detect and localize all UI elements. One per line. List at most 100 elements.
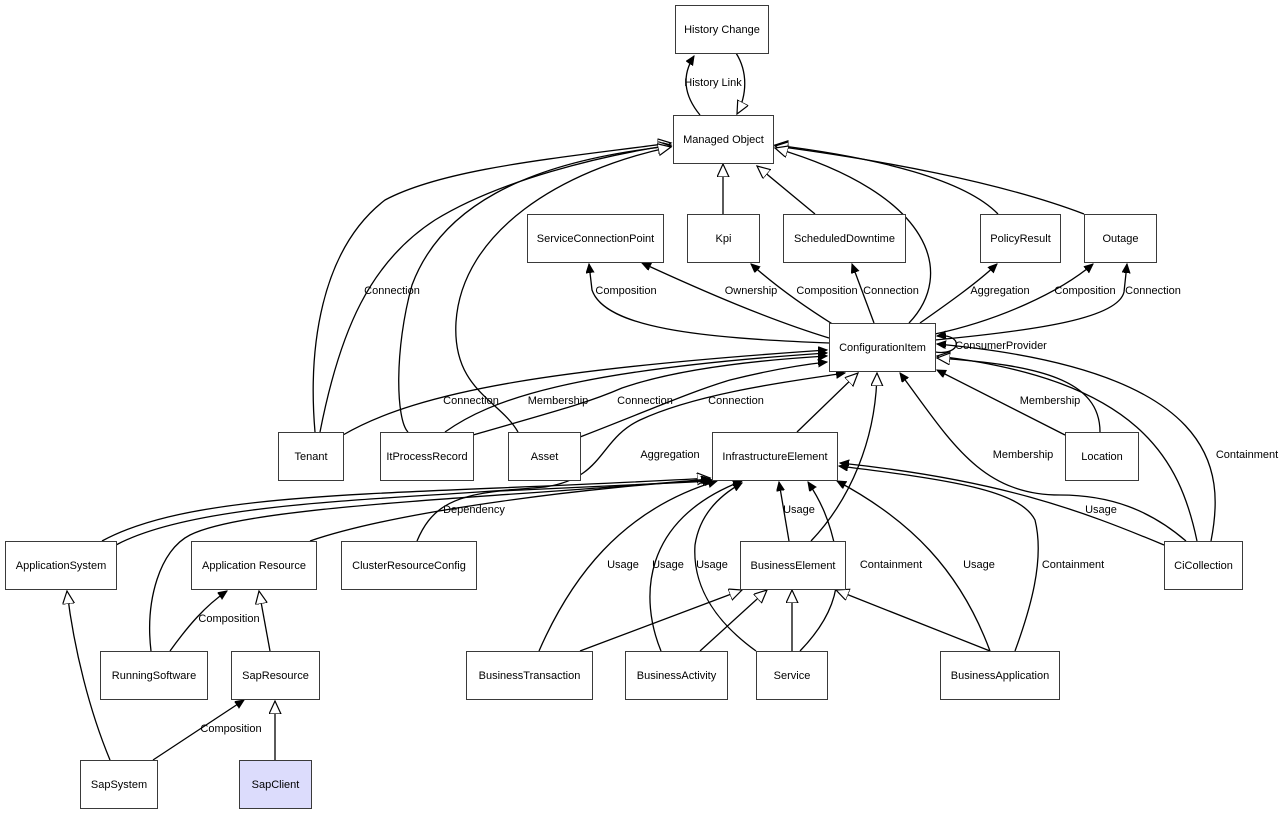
edge-policy-result-generalization bbox=[775, 145, 999, 215]
edge-label: Membership bbox=[527, 395, 589, 407]
edge-label: Usage bbox=[963, 559, 995, 571]
edge-location-generalization bbox=[937, 358, 1101, 433]
edge-it-process-record-generalization bbox=[398, 146, 671, 433]
node-sap-system[interactable]: SapSystem bbox=[80, 760, 158, 809]
edge-business-application-infra-usage bbox=[837, 481, 991, 652]
node-location[interactable]: Location bbox=[1065, 432, 1139, 481]
edge-running-software-composition bbox=[169, 591, 227, 652]
node-cluster-resource-config[interactable]: ClusterResourceConfig bbox=[341, 541, 477, 590]
edge-history-link bbox=[685, 56, 701, 116]
node-label: Application Resource bbox=[202, 559, 306, 572]
edge-label: Containment bbox=[859, 559, 923, 571]
node-service-connection-point[interactable]: ServiceConnectionPoint bbox=[527, 214, 664, 263]
edge-business-activity-infra-usage bbox=[649, 481, 742, 652]
node-label: RunningSoftware bbox=[111, 669, 197, 682]
node-configuration-item[interactable]: ConfigurationItem bbox=[829, 323, 936, 372]
node-business-element[interactable]: BusinessElement bbox=[740, 541, 846, 590]
node-business-application[interactable]: BusinessApplication bbox=[940, 651, 1060, 700]
edge-label: Dependency bbox=[443, 504, 505, 516]
node-label: Service bbox=[773, 669, 811, 682]
edge-business-activity-generalization bbox=[699, 590, 767, 652]
edge-ci-collection-ci-membership bbox=[900, 373, 1187, 542]
edge-scheduled-downtime-generalization bbox=[757, 166, 816, 215]
edge-label: Connection bbox=[863, 285, 919, 297]
node-label: Managed Object bbox=[683, 133, 764, 146]
node-business-activity[interactable]: BusinessActivity bbox=[625, 651, 728, 700]
node-label: ClusterResourceConfig bbox=[352, 559, 466, 572]
node-label: BusinessActivity bbox=[636, 669, 717, 682]
node-label: ItProcessRecord bbox=[386, 450, 468, 463]
edge-label: Aggregation bbox=[640, 449, 700, 461]
node-label: ServiceConnectionPoint bbox=[536, 232, 655, 245]
edge-label: Containment bbox=[1215, 449, 1279, 461]
edge-service-infra-usage bbox=[694, 483, 757, 652]
edge-business-transaction-infra-usage bbox=[538, 481, 717, 652]
node-label: Kpi bbox=[715, 232, 732, 245]
edge-outage-generalization bbox=[775, 146, 1085, 215]
node-application-resource[interactable]: Application Resource bbox=[191, 541, 317, 590]
node-it-process-record[interactable]: ItProcessRecord bbox=[380, 432, 474, 481]
edge-label: Composition bbox=[796, 285, 858, 297]
node-label: ScheduledDowntime bbox=[794, 232, 895, 245]
node-running-software[interactable]: RunningSoftware bbox=[100, 651, 208, 700]
node-infrastructure-element[interactable]: InfrastructureElement bbox=[712, 432, 838, 481]
node-label: SapResource bbox=[242, 669, 309, 682]
edge-scp-composition bbox=[589, 264, 830, 344]
node-sap-client[interactable]: SapClient bbox=[239, 760, 312, 809]
edge-label: Usage bbox=[1085, 504, 1117, 516]
edge-application-system-generalization bbox=[101, 478, 710, 542]
edge-label: Composition bbox=[595, 285, 657, 297]
edge-tenant-connection bbox=[319, 145, 671, 433]
node-scheduled-downtime[interactable]: ScheduledDowntime bbox=[783, 214, 906, 263]
node-label: PolicyResult bbox=[990, 232, 1051, 245]
node-label: SapSystem bbox=[90, 778, 148, 791]
edge-label: Connection bbox=[617, 395, 673, 407]
edge-label: Membership bbox=[992, 449, 1054, 461]
node-label: ConfigurationItem bbox=[839, 341, 926, 354]
edge-label: Connection bbox=[443, 395, 499, 407]
edge-outage-connection bbox=[934, 264, 1127, 341]
node-policy-result[interactable]: PolicyResult bbox=[980, 214, 1061, 263]
edge-label: Ownership bbox=[724, 285, 778, 297]
edge-tenant-ci-connection bbox=[342, 350, 827, 436]
edge-label: History Link bbox=[684, 77, 742, 89]
edge-asset-generalization bbox=[455, 147, 671, 433]
edge-label: Containment bbox=[1041, 559, 1105, 571]
node-application-system[interactable]: ApplicationSystem bbox=[5, 541, 117, 590]
edge-sap-resource-generalization bbox=[259, 591, 271, 652]
node-label: BusinessApplication bbox=[950, 669, 1050, 682]
edge-policy-result-aggregation bbox=[919, 264, 997, 324]
node-label: SapClient bbox=[251, 778, 300, 791]
edge-ci-collection-generalization bbox=[937, 356, 1198, 542]
node-label: Outage bbox=[1102, 232, 1139, 245]
node-asset[interactable]: Asset bbox=[508, 432, 581, 481]
node-service[interactable]: Service bbox=[756, 651, 828, 700]
node-managed-object[interactable]: Managed Object bbox=[673, 115, 774, 164]
edge-scheduled-downtime-connection bbox=[852, 264, 875, 324]
edge-location-ci-membership bbox=[937, 369, 1066, 436]
node-label: BusinessTransaction bbox=[478, 669, 581, 682]
edge-label: Membership bbox=[1019, 395, 1081, 407]
node-label: BusinessElement bbox=[750, 559, 836, 572]
node-kpi[interactable]: Kpi bbox=[687, 214, 760, 263]
edge-scp-ownership bbox=[642, 262, 830, 339]
edge-asset-ci-connection bbox=[579, 362, 827, 438]
node-ci-collection[interactable]: CiCollection bbox=[1164, 541, 1243, 590]
node-business-transaction[interactable]: BusinessTransaction bbox=[466, 651, 593, 700]
edge-infrastructure-element-generalization bbox=[796, 373, 858, 433]
edge-itpr-ci-connection bbox=[472, 356, 827, 436]
edge-label: Composition bbox=[198, 613, 260, 625]
node-label: Tenant bbox=[294, 450, 328, 463]
node-label: CiCollection bbox=[1174, 559, 1233, 572]
node-label: Location bbox=[1081, 450, 1123, 463]
edge-itpr-ci-membership bbox=[444, 353, 827, 433]
node-tenant[interactable]: Tenant bbox=[278, 432, 344, 481]
node-sap-resource[interactable]: SapResource bbox=[231, 651, 320, 700]
edge-business-element-ci-generalization bbox=[810, 373, 877, 542]
node-history-change[interactable]: History Change bbox=[675, 5, 769, 54]
edge-label: Usage bbox=[652, 559, 684, 571]
edge-label: Connection bbox=[364, 285, 420, 297]
node-outage[interactable]: Outage bbox=[1084, 214, 1157, 263]
